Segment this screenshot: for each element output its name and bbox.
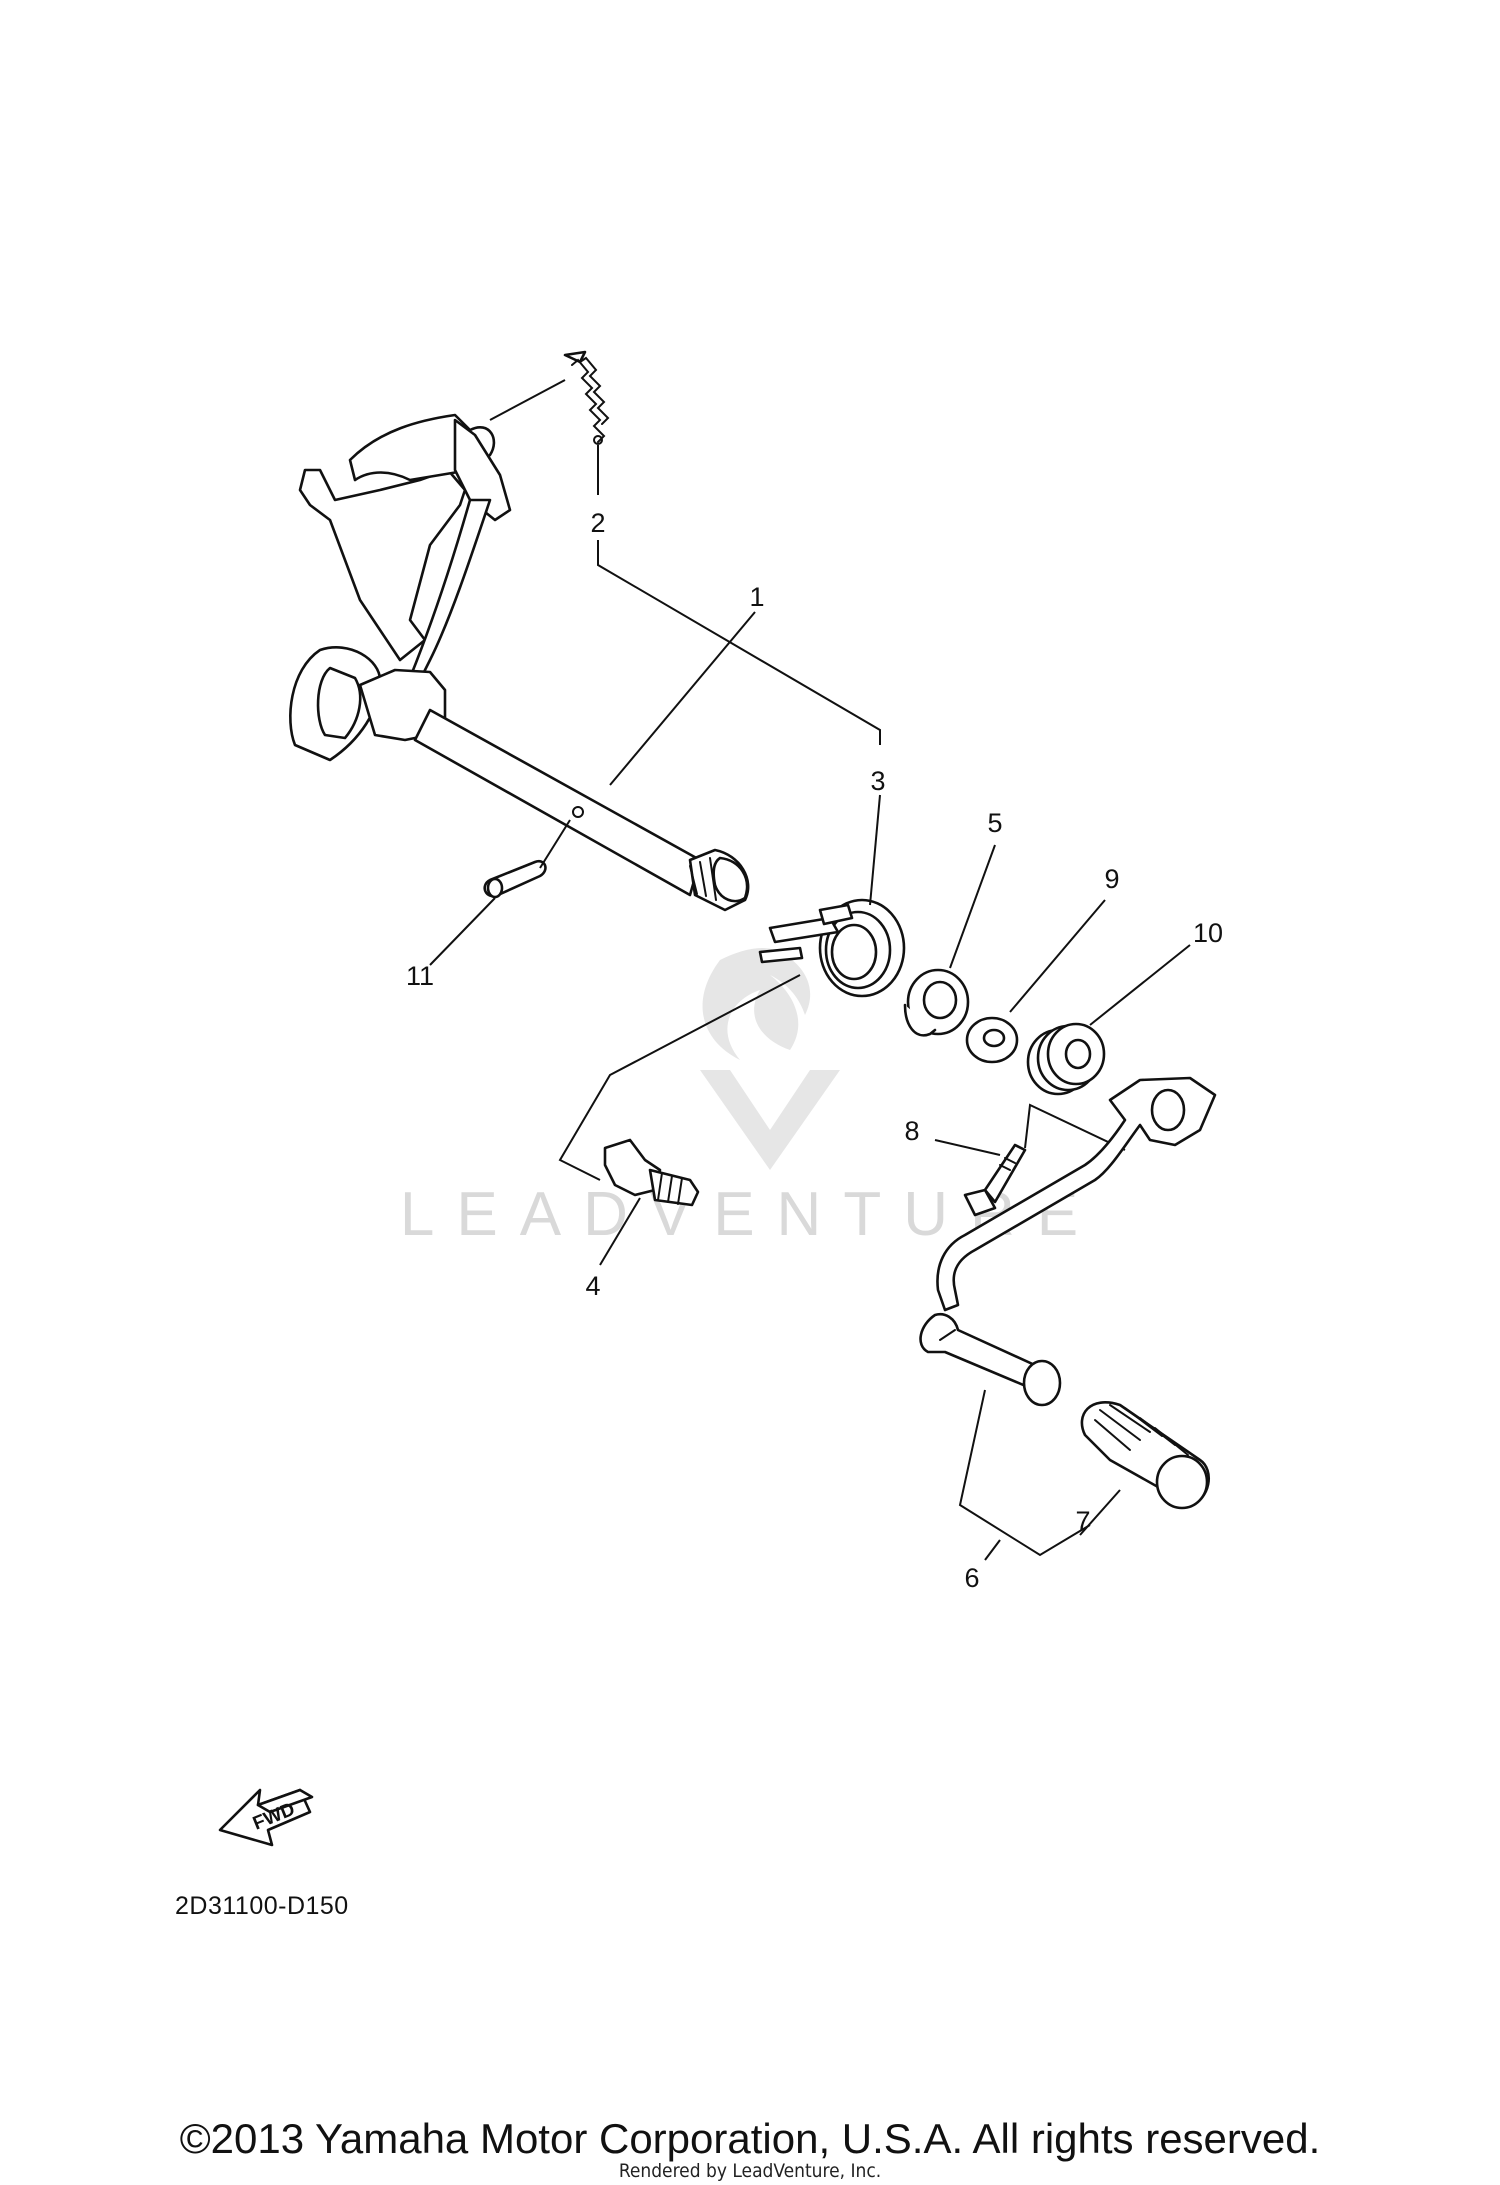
part-6-shift-pedal: [919, 1076, 1217, 1561]
diagram-code: 2D31100-D150: [175, 1892, 349, 1920]
callout-2: 2: [590, 508, 605, 538]
callout-7: 7: [1075, 1506, 1090, 1536]
part-9-washer: [965, 899, 1106, 1064]
callout-3: 3: [870, 766, 885, 796]
callout-11: 11: [406, 961, 434, 991]
callout-6: 6: [964, 1563, 979, 1593]
callout-1: 1: [749, 582, 764, 612]
callout-8: 8: [904, 1116, 919, 1146]
part-11-dowel-pin: [429, 819, 571, 966]
leadventure-watermark: LEADVENTURE: [400, 948, 1078, 1249]
leader-1: [609, 611, 756, 786]
callout-10: 10: [1193, 918, 1223, 948]
part-5-oil-seal: [903, 844, 996, 1037]
callout-9: 9: [1104, 864, 1119, 894]
copyright-notice: ©2013 Yamaha Motor Corporation, U.S.A. A…: [179, 2115, 1321, 2162]
part-7-pedal-rubber: [1079, 1401, 1210, 1536]
part-4-stopper-bolt: [599, 1138, 700, 1266]
callout-5: 5: [987, 808, 1002, 838]
part-10-grommet: [1026, 944, 1191, 1096]
part-1-shift-shaft: [289, 413, 750, 912]
part-3-torsion-spring: [558, 794, 906, 1181]
rendered-by-notice: Rendered by LeadVenture, Inc.: [618, 2160, 882, 2182]
fwd-direction-badge: FWD: [218, 1788, 314, 1847]
callout-4: 4: [585, 1271, 600, 1301]
part-8-bolt: [934, 1103, 1126, 1217]
part-2-spring: [489, 350, 881, 745]
